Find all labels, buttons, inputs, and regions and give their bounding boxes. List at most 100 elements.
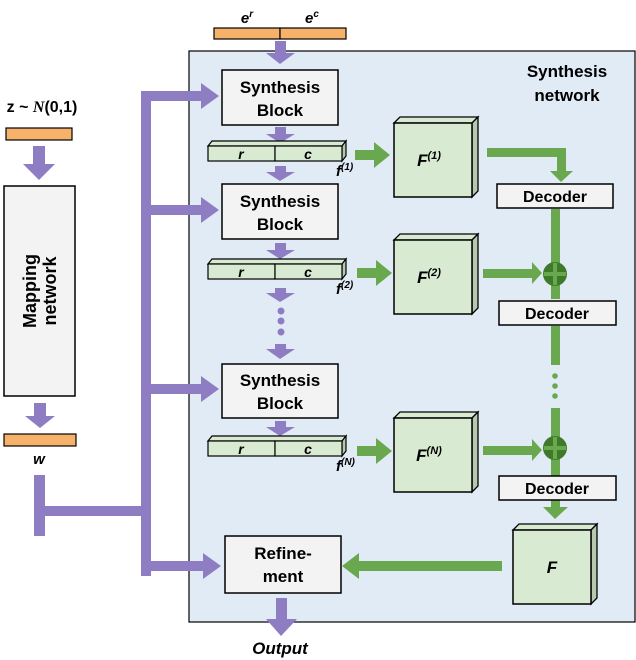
feature-vector-1: r c f(1)	[206, 139, 354, 180]
arrow-head	[342, 553, 359, 579]
final-feature-map: F	[511, 522, 599, 606]
arrow-head	[266, 53, 295, 64]
arrow-F2-to-plus	[483, 269, 536, 278]
spine-segment-4	[551, 500, 560, 508]
arrow-head	[266, 134, 295, 143]
feature-map-label: F(N)	[416, 445, 442, 465]
arrow-mapping-to-w	[34, 403, 46, 417]
arrow-block2-to-f2	[275, 243, 286, 251]
col-segment	[274, 440, 343, 457]
row-label: r	[238, 264, 245, 280]
arrow-f2-to-F2	[357, 268, 377, 278]
arrow-head	[376, 438, 392, 464]
svg-text:Decoder: Decoder	[523, 189, 587, 206]
w-line-right	[34, 506, 150, 516]
feature-vector-2: r c f(2)	[206, 257, 354, 298]
svg-text:Decoder: Decoder	[525, 306, 589, 323]
arrow-head	[543, 507, 568, 519]
add-node-1	[543, 262, 567, 286]
arrow-head	[266, 349, 295, 359]
arrow-head	[266, 293, 295, 302]
mapping-network-box	[3, 185, 76, 397]
add-node-2	[543, 436, 567, 460]
col-label: c	[304, 146, 312, 162]
arrow-dots-to-block3	[275, 344, 286, 350]
arrow-FN-to-plus	[483, 446, 536, 455]
output-label: Output	[252, 639, 309, 658]
synthesis-network-title-line1: Synthesis	[527, 62, 607, 81]
svg-text:Block: Block	[257, 101, 304, 120]
arrow-head	[201, 197, 219, 223]
svg-text:Block: Block	[257, 394, 304, 413]
feature-map-3: F(N)	[392, 410, 480, 494]
decoder-3: Decoder	[498, 475, 617, 501]
col-segment	[274, 263, 343, 280]
latent-w-bar	[3, 433, 77, 447]
arrow-head	[23, 164, 55, 180]
svg-text:network: network	[40, 256, 60, 326]
svg-text:ment: ment	[263, 567, 304, 586]
feature-vector-label: f(1)	[336, 162, 354, 180]
svg-text:Synthesis: Synthesis	[240, 371, 320, 390]
col-label: c	[304, 264, 312, 280]
arrow-block3-to-fN	[275, 421, 286, 428]
arrow-refinement-to-output	[276, 598, 287, 620]
arrow-head	[266, 619, 297, 636]
arrow-fN-to-FN	[357, 446, 377, 456]
ellipsis-dot	[277, 307, 285, 315]
arrow-head	[201, 376, 219, 402]
feature-map-label: F(1)	[417, 150, 441, 170]
row-embedding-label: er	[241, 9, 254, 27]
ellipsis-dot	[277, 328, 285, 336]
ellipsis-dot	[552, 393, 558, 399]
noise-vector-bar	[5, 127, 73, 141]
svg-text:Decoder: Decoder	[525, 481, 589, 498]
arrow-noise-to-mapping	[33, 146, 45, 165]
arrow-f1-to-F1	[355, 150, 375, 160]
branch-to-block3	[141, 384, 203, 394]
arrow-head	[266, 250, 295, 259]
ellipsis-dot	[277, 317, 285, 325]
w-trunk	[141, 91, 151, 576]
col-label: c	[304, 441, 312, 457]
svg-text:F: F	[547, 558, 558, 577]
arrow-head	[25, 416, 55, 428]
row-embedding-bar	[213, 27, 281, 40]
feature-vector-label: f(N)	[336, 457, 356, 475]
row-label: r	[238, 146, 245, 162]
purple-connections	[23, 41, 297, 636]
branch-to-block1	[141, 91, 203, 101]
arrow-head	[550, 171, 573, 182]
arrow-head	[532, 262, 542, 284]
feature-map-2: F(2)	[392, 232, 480, 316]
arrow-head	[203, 553, 221, 579]
decoder-1: Decoder	[496, 183, 614, 209]
arrow-F1-to-decoder1	[487, 148, 566, 157]
svg-text:Block: Block	[257, 215, 304, 234]
spine-segment-2	[551, 326, 560, 365]
col-embedding-label: ec	[305, 9, 319, 27]
arrow-head	[266, 172, 295, 181]
feature-map-1: F(1)	[392, 115, 480, 199]
feature-vector-label: f(2)	[336, 280, 354, 298]
arrow-head	[376, 260, 392, 286]
arrow-head	[374, 142, 390, 168]
arrow-head	[201, 83, 219, 109]
ellipsis-dot	[552, 383, 558, 389]
mapping-network-label: Mapping network	[20, 254, 60, 328]
feature-map-label: F(2)	[417, 267, 441, 287]
w-line-down	[34, 475, 45, 536]
branch-to-block2	[141, 205, 203, 215]
ellipsis-dot	[552, 373, 558, 379]
synthesis-block-1: Synthesis Block	[221, 69, 339, 126]
col-segment	[274, 145, 343, 162]
branch-to-refinement	[141, 561, 205, 571]
arrow-head	[266, 427, 295, 436]
arrow-F-to-refinement	[358, 561, 502, 571]
arrow-head	[532, 439, 542, 461]
synthesis-network-title-line2: network	[534, 86, 600, 105]
svg-text:Mapping: Mapping	[20, 254, 40, 328]
refinement-block: Refine- ment	[224, 535, 342, 594]
